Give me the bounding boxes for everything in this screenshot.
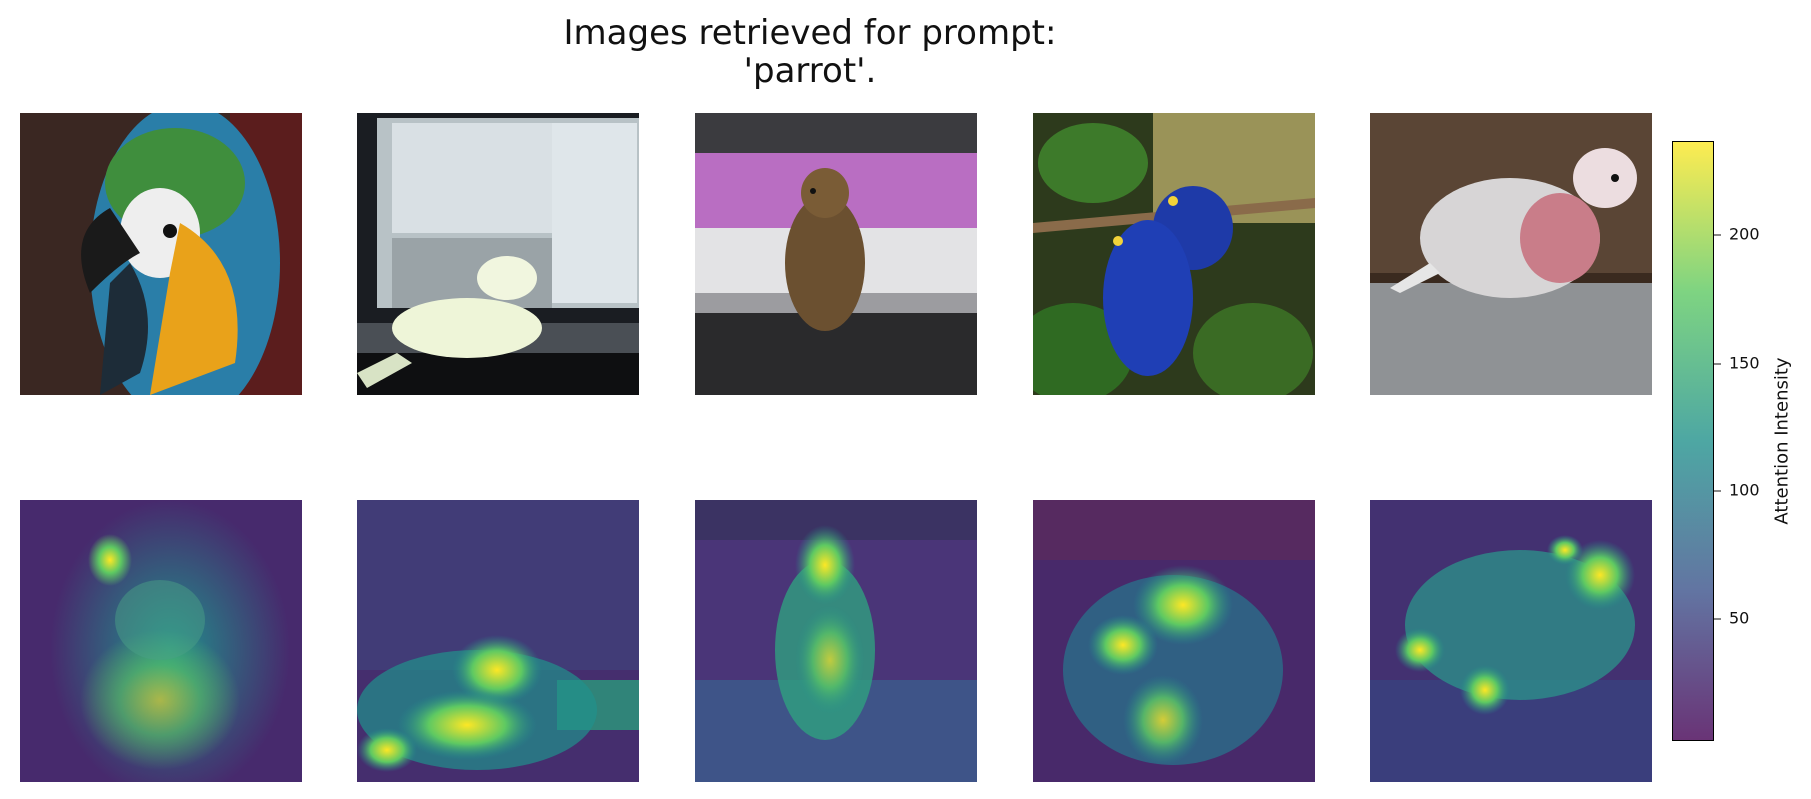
colorbar-tick-50: 50 [1714, 609, 1749, 628]
colorbar [1672, 141, 1714, 741]
retrieved-image-chick [695, 113, 977, 395]
attention-map-hyacinth-macaws [1033, 500, 1315, 782]
retrieved-image-macaw [20, 113, 302, 395]
retrieved-image-budgie [357, 113, 639, 395]
colorbar-tick-100: 100 [1714, 481, 1760, 500]
colorbar-label: Attention Intensity [1771, 357, 1793, 525]
colorbar-tick-200: 200 [1714, 225, 1760, 244]
attention-map-chick [695, 500, 977, 782]
title-line-1: Images retrieved for prompt: [563, 13, 1057, 53]
attention-map-macaw [20, 500, 302, 782]
colorbar-tick-150: 150 [1714, 354, 1760, 373]
attention-map-galah [1370, 500, 1652, 782]
retrieved-image-galah [1370, 113, 1652, 395]
figure-title: Images retrieved for prompt: 'parrot'. [470, 14, 1150, 90]
retrieved-image-hyacinth-macaws [1033, 113, 1315, 395]
attention-map-budgie [357, 500, 639, 782]
title-line-2: 'parrot'. [743, 51, 877, 91]
